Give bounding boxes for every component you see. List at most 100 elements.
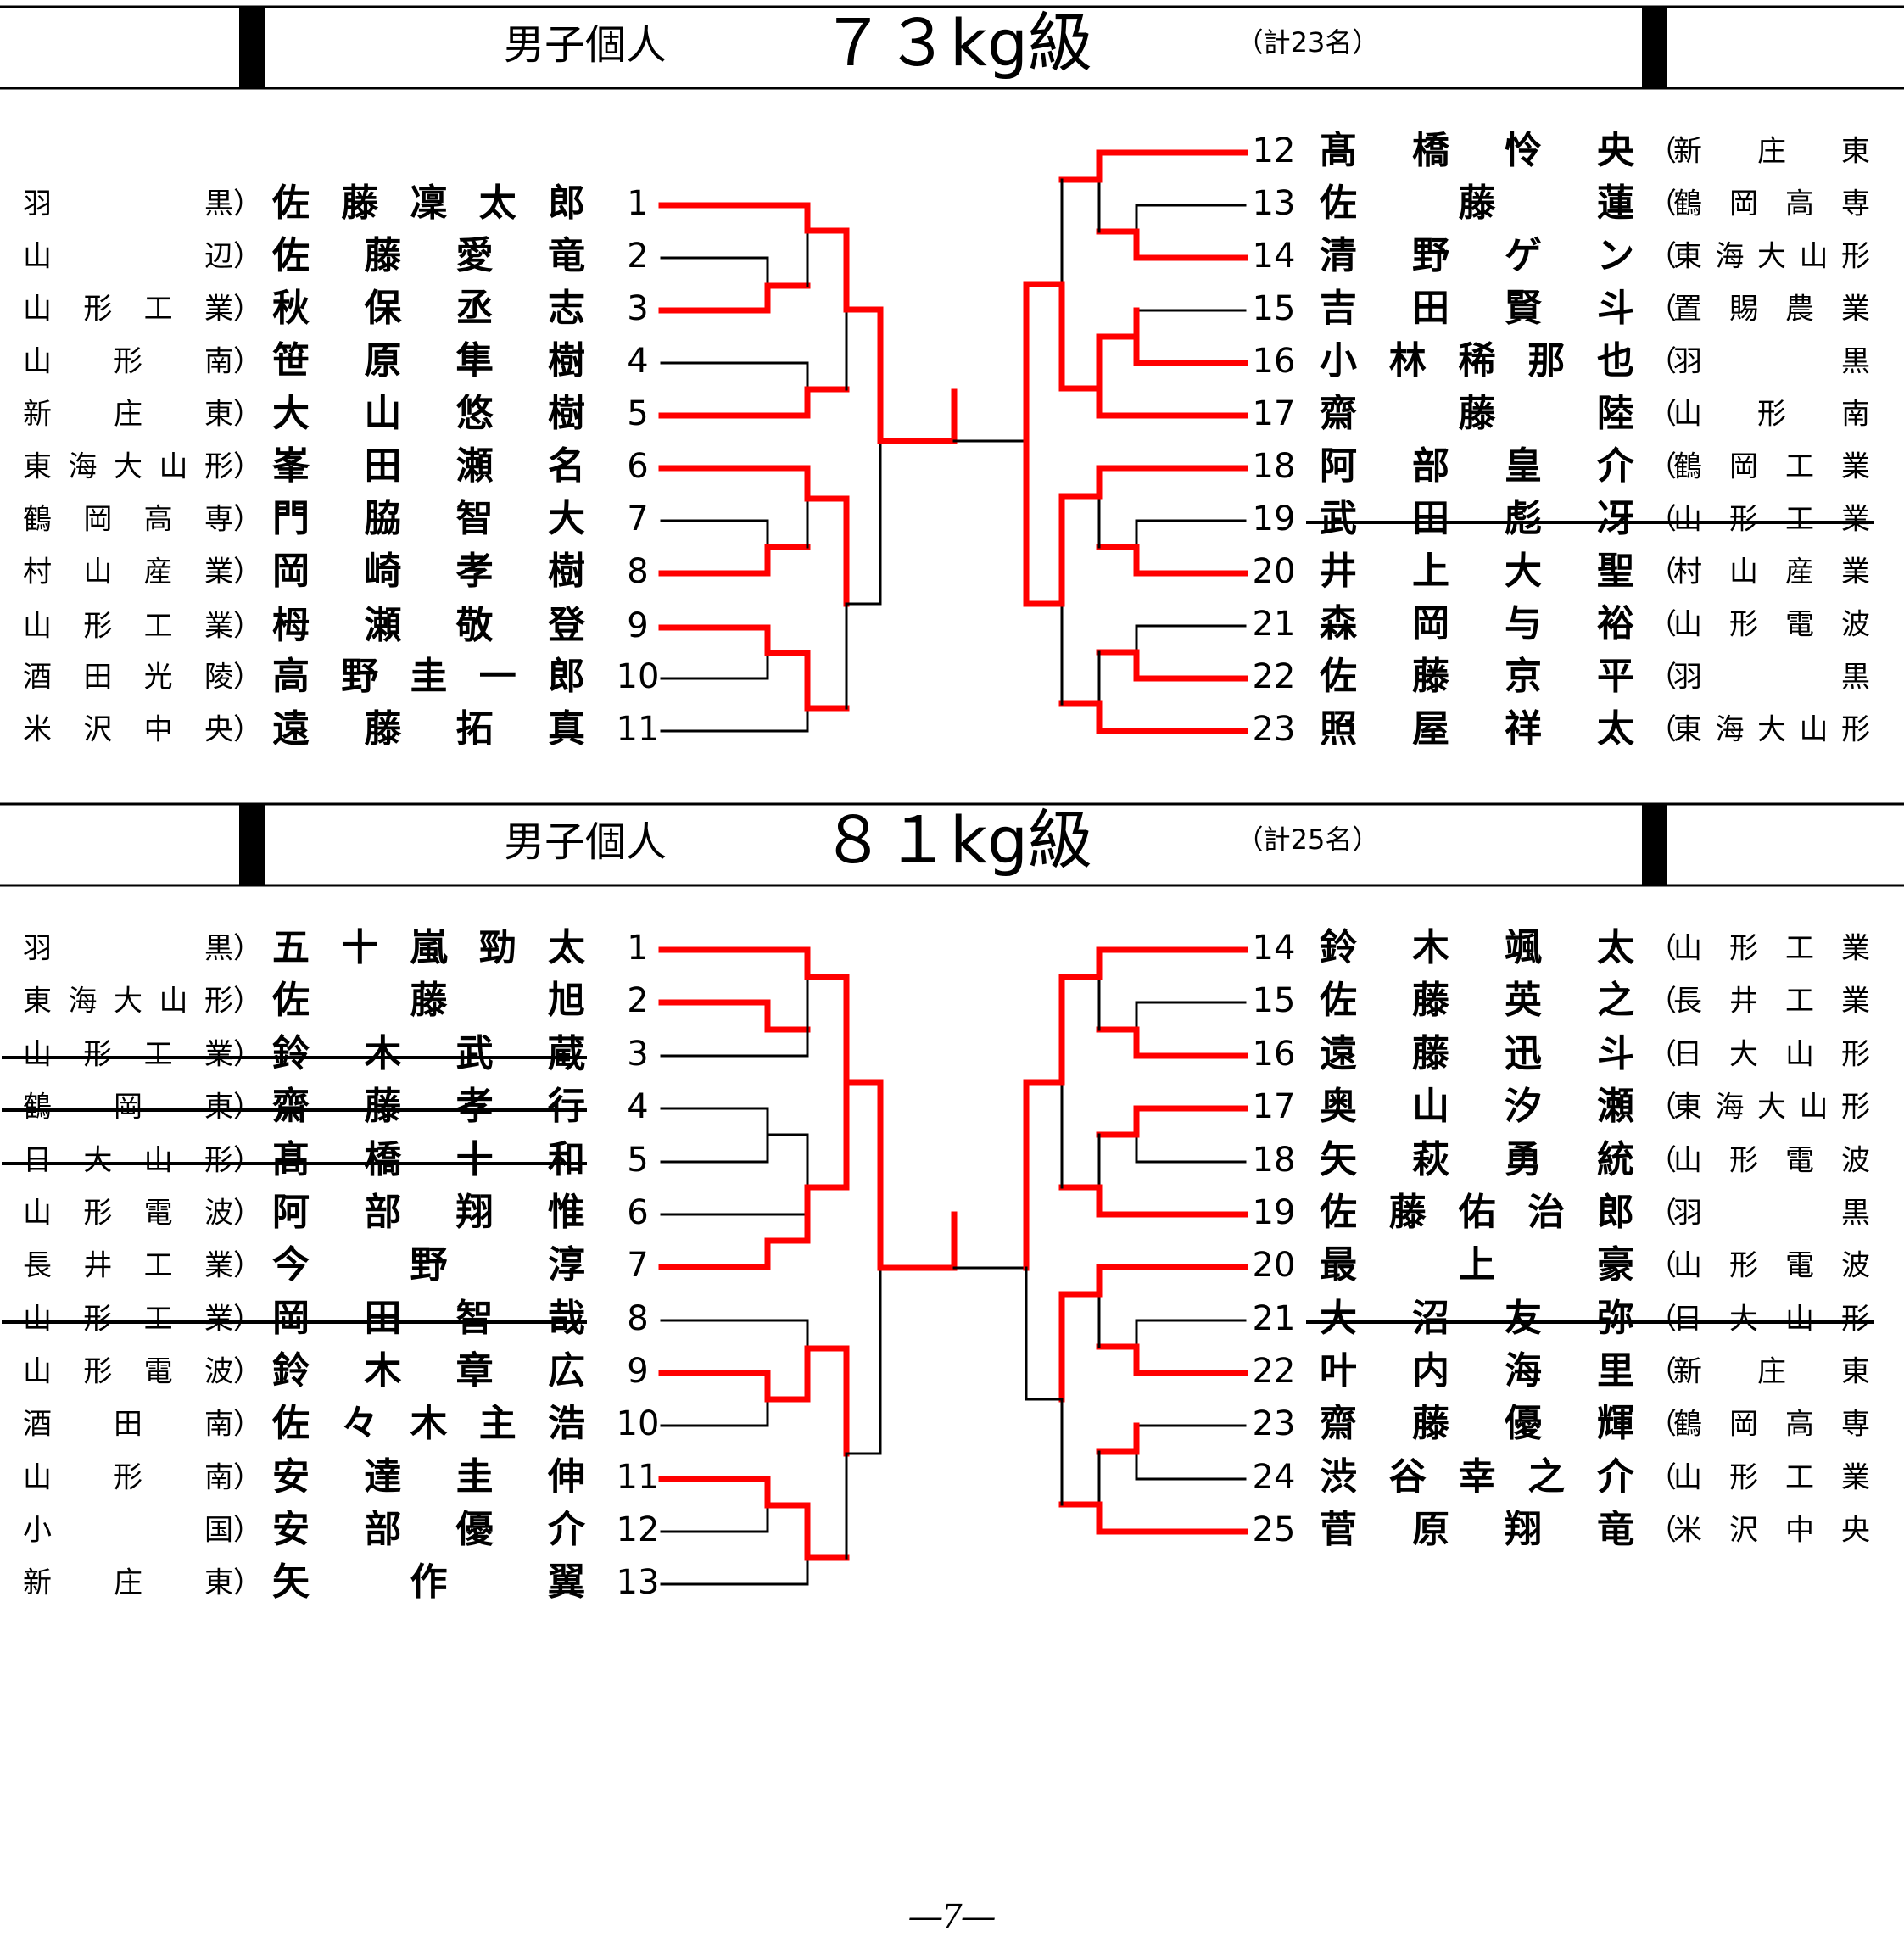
school: 村山産業 bbox=[1673, 555, 1870, 589]
paren: ） bbox=[233, 1144, 262, 1178]
paren: （ bbox=[1648, 1197, 1677, 1231]
player-name-char: 清 bbox=[1320, 234, 1357, 277]
school-char: 山 bbox=[159, 985, 188, 1019]
player-name: 髙橋怜央 bbox=[1320, 129, 1635, 172]
school: 鶴岡東 bbox=[23, 1091, 233, 1125]
player-name-char: 郎 bbox=[548, 655, 585, 698]
player-name-char: 齋 bbox=[272, 1085, 310, 1128]
school-char: 央 bbox=[204, 713, 233, 747]
player-name-char: 与 bbox=[1505, 602, 1542, 645]
school-char: 山 bbox=[144, 1144, 173, 1178]
player-name: 佐藤蓮 bbox=[1319, 181, 1634, 225]
player-name: 森岡与裕 bbox=[1320, 602, 1634, 645]
player-name-char: 藤 bbox=[1389, 1191, 1427, 1234]
player-name-char: 阿 bbox=[1320, 444, 1357, 488]
seed-number: 17 bbox=[1253, 1087, 1296, 1126]
school-char: 山 bbox=[1673, 1461, 1702, 1495]
school-char: 形 bbox=[1729, 503, 1758, 537]
player-name: 安部優介 bbox=[272, 1508, 586, 1551]
school-char: 黒 bbox=[1841, 345, 1870, 379]
school-char: 工 bbox=[144, 1303, 173, 1337]
paren: （ bbox=[1648, 1408, 1677, 1442]
school: 山形電波 bbox=[1673, 1249, 1870, 1283]
player-name: 鈴木章広 bbox=[272, 1349, 585, 1393]
seed-number: 7 bbox=[627, 500, 648, 539]
seed-number: 21 bbox=[1253, 1299, 1296, 1338]
school-char: 米 bbox=[1673, 1514, 1702, 1548]
player-name: 阿部皇介 bbox=[1320, 444, 1635, 488]
seed-number: 14 bbox=[1253, 929, 1296, 968]
seed-number: 9 bbox=[627, 606, 648, 645]
player-name-char: 照 bbox=[1320, 707, 1357, 751]
player-name-char: 髙 bbox=[1320, 129, 1357, 172]
seed-number: 21 bbox=[1253, 605, 1296, 644]
school-char: 新 bbox=[23, 398, 52, 432]
player-name: 栂瀬敬登 bbox=[272, 604, 586, 647]
player-name-char: 藤 bbox=[410, 979, 448, 1022]
player-name-char: 英 bbox=[1505, 979, 1543, 1022]
player-name: 佐藤英之 bbox=[1319, 979, 1634, 1022]
player-name: 遠藤拓真 bbox=[272, 707, 585, 751]
school-char: 電 bbox=[1785, 1249, 1814, 1283]
school-char: 工 bbox=[1785, 450, 1814, 484]
school-char: 山 bbox=[1673, 398, 1702, 432]
school-char: 村 bbox=[23, 555, 52, 589]
paren: （ bbox=[1648, 713, 1677, 747]
paren: （ bbox=[1648, 985, 1677, 1019]
player-name-char: 藤 bbox=[1459, 181, 1496, 225]
school-char: 業 bbox=[204, 1303, 233, 1337]
school-char: 山 bbox=[1673, 503, 1702, 537]
school-char: 賜 bbox=[1729, 293, 1758, 327]
school: 東海大山形 bbox=[1673, 240, 1870, 274]
school-char: 山 bbox=[23, 240, 52, 274]
paren: ） bbox=[233, 985, 262, 1019]
player-name-char: 遠 bbox=[1320, 1032, 1357, 1075]
player-name-char: 翔 bbox=[456, 1191, 494, 1234]
player-name-char: 行 bbox=[548, 1085, 585, 1128]
player-name-char: 斗 bbox=[1597, 1032, 1634, 1075]
school-char: 形 bbox=[204, 985, 233, 1019]
school-char: 工 bbox=[1785, 932, 1814, 966]
school-char: 東 bbox=[1673, 713, 1702, 747]
player-name: 矢作翼 bbox=[272, 1560, 585, 1604]
school-char: 業 bbox=[204, 1249, 233, 1283]
school: 日大山形 bbox=[1673, 1303, 1870, 1337]
event-title: 男子個人 bbox=[504, 818, 667, 866]
player-name: 秋保丞志 bbox=[272, 287, 585, 330]
school: 日大山形 bbox=[23, 1144, 233, 1178]
event-title: 男子個人 bbox=[504, 21, 667, 69]
player-name: 遠藤迅斗 bbox=[1320, 1032, 1634, 1075]
school-char: 田 bbox=[83, 661, 112, 695]
school-char: 形 bbox=[83, 293, 112, 327]
player-name-char: 竜 bbox=[1597, 1508, 1634, 1551]
player-name-char: 達 bbox=[364, 1455, 401, 1499]
player-name-char: 今 bbox=[272, 1243, 310, 1287]
school-char: 形 bbox=[1841, 1038, 1870, 1072]
school: 山形電波 bbox=[1673, 1144, 1870, 1178]
player-name-char: 之 bbox=[1527, 1455, 1565, 1499]
player-name-char: 登 bbox=[547, 604, 586, 647]
paren: ） bbox=[233, 503, 262, 537]
school-char: 形 bbox=[83, 610, 112, 644]
school-char: 電 bbox=[144, 1197, 173, 1231]
player-name: 最上豪 bbox=[1320, 1243, 1634, 1287]
school-char: 形 bbox=[1729, 608, 1758, 642]
player-name-char: 愛 bbox=[456, 234, 494, 277]
player-name-char: 迅 bbox=[1505, 1032, 1542, 1075]
player-name-char: 祥 bbox=[1505, 707, 1542, 751]
school-char: 東 bbox=[1673, 240, 1702, 274]
